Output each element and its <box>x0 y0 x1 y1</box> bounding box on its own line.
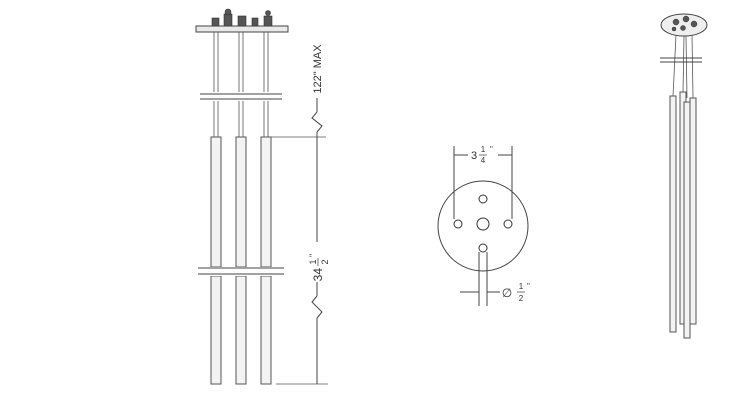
pendant-tube <box>260 275 272 385</box>
svg-text:2: 2 <box>320 259 330 264</box>
diameter-dimension: ∅ 1 2 " <box>460 252 530 306</box>
diameter-label: ∅ 1 2 " <box>502 282 530 303</box>
suspension-cables-lower <box>213 101 269 137</box>
svg-text:∅: ∅ <box>502 286 512 300</box>
mounting-hole <box>453 219 463 229</box>
pendant-tube <box>683 101 691 339</box>
front-view: 122" MAX 34 1 2 " <box>195 8 330 385</box>
perspective-break-marks <box>660 57 702 63</box>
center-hole <box>476 217 490 231</box>
svg-text:3: 3 <box>471 150 477 162</box>
height-label: 122" MAX <box>312 44 324 94</box>
svg-text:1: 1 <box>308 259 318 264</box>
length-label: 34 1 2 " <box>308 254 330 282</box>
length-dimension: 34 1 2 " <box>276 137 330 385</box>
pendant-tube <box>210 136 222 268</box>
spacing-label: 3 1 4 " <box>471 145 493 165</box>
tube-break-marks <box>198 267 284 276</box>
svg-text:1: 1 <box>481 145 486 154</box>
pendant-tube <box>210 275 222 385</box>
canopy-disc <box>437 180 529 272</box>
mounting-hole <box>503 219 513 229</box>
canopy-plate <box>195 25 289 33</box>
svg-text:": " <box>527 282 530 291</box>
perspective-view <box>660 13 708 339</box>
spacing-dimension: 3 1 4 " <box>453 145 513 219</box>
perspective-cables <box>672 34 694 99</box>
suspension-cables <box>213 32 269 92</box>
perspective-tubes <box>669 91 697 339</box>
height-dimension: 122" MAX <box>270 40 326 138</box>
mounting-hole <box>478 243 488 253</box>
pendant-tube <box>235 275 247 385</box>
mounting-hole <box>478 194 488 204</box>
cable-break-marks <box>200 93 282 100</box>
pendant-tube <box>260 136 272 268</box>
canopy-view: 3 1 4 " ∅ 1 2 " <box>437 145 530 306</box>
svg-text:34: 34 <box>311 268 325 282</box>
svg-text:": " <box>490 145 493 154</box>
svg-text:1: 1 <box>519 282 524 291</box>
pendant-tube <box>689 97 697 325</box>
pendant-tube <box>669 95 677 333</box>
svg-text:4: 4 <box>481 156 486 165</box>
svg-text:": " <box>308 254 318 257</box>
pendant-tube <box>235 136 247 268</box>
pendant-tubes <box>210 136 272 385</box>
canopy-hardware <box>211 8 273 27</box>
svg-text:2: 2 <box>519 294 524 303</box>
